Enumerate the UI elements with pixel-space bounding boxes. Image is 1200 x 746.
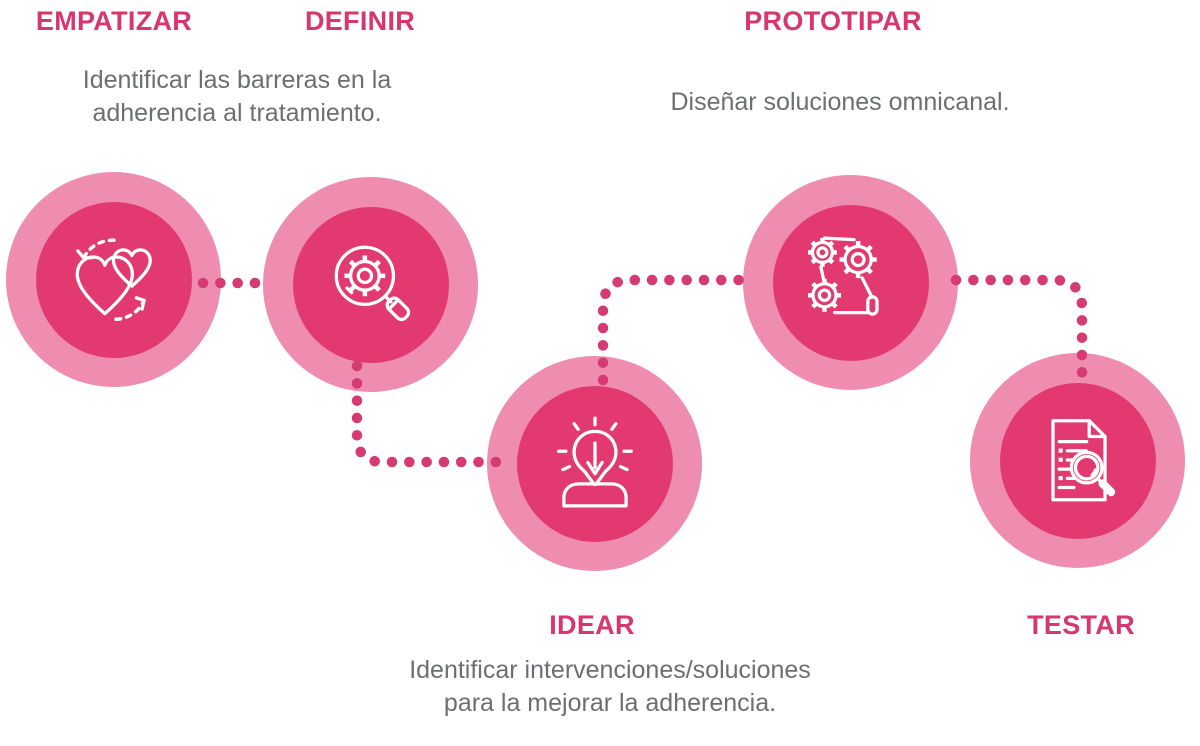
description-line: Identificar intervenciones/soluciones bbox=[409, 656, 811, 684]
document-magnifier-icon bbox=[1050, 418, 1115, 501]
stage-inner-circle bbox=[772, 204, 929, 361]
stage-inner-circle bbox=[35, 201, 192, 358]
gear-icon bbox=[839, 240, 877, 278]
description-line: para la mejorar la adherencia. bbox=[443, 689, 777, 717]
stage-circle-definir bbox=[263, 177, 478, 392]
stage-title-prototipar: PROTOTIPAR bbox=[744, 6, 922, 36]
stage-title-idear: IDEAR bbox=[549, 610, 635, 640]
gears-workflow-icon bbox=[807, 235, 879, 316]
stage-circle-idear bbox=[487, 356, 702, 571]
stage-circle-prototipar bbox=[743, 175, 958, 390]
gear-icon bbox=[807, 237, 837, 267]
stage-circle-empatizar bbox=[6, 172, 221, 387]
description-line: Identificar las barreras en la bbox=[82, 66, 392, 94]
person-lightbulb-icon bbox=[556, 415, 633, 507]
hearts-sync-icon bbox=[75, 237, 152, 321]
description-ideate: Identificar intervenciones/soluciones pa… bbox=[409, 654, 811, 720]
stage-inner-circle bbox=[999, 382, 1156, 539]
description-line: Diseñar soluciones omnicanal. bbox=[670, 88, 1010, 116]
description-empathize-define: Identificar las barreras en la adherenci… bbox=[83, 64, 391, 130]
gear-icon bbox=[343, 254, 385, 296]
stage-title-testar: TESTAR bbox=[1027, 610, 1135, 640]
gear-icon bbox=[807, 278, 841, 312]
stage-title-definir: DEFINIR bbox=[304, 6, 416, 36]
description-line: adherencia al tratamiento. bbox=[92, 99, 382, 127]
gear-magnifier-icon bbox=[334, 245, 410, 321]
stage-circle-testar bbox=[970, 353, 1185, 568]
stage-title-empatizar: EMPATIZAR bbox=[35, 6, 193, 36]
description-prototype: Diseñar soluciones omnicanal. bbox=[670, 86, 1009, 119]
stage-inner-circle bbox=[516, 385, 673, 542]
stage-inner-circle bbox=[292, 206, 449, 363]
